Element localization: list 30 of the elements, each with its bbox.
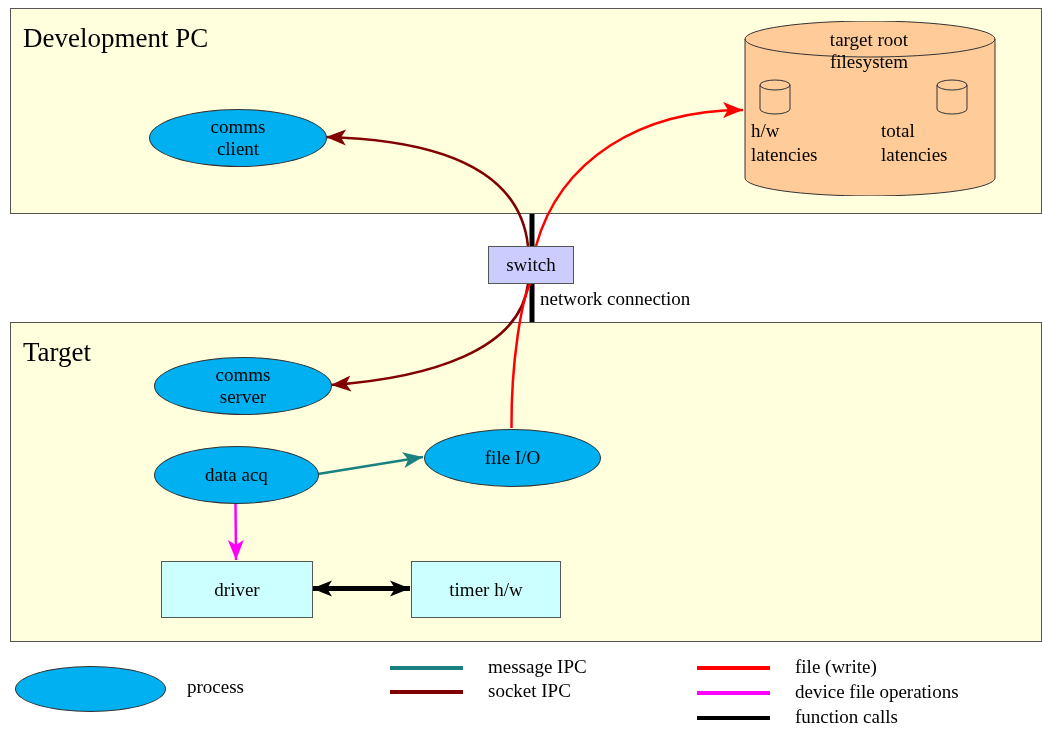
double-arrow xyxy=(312,580,410,597)
legend-label: socket IPC xyxy=(488,680,571,702)
switch-box: switch xyxy=(488,246,574,284)
connector-line xyxy=(529,214,535,246)
arrow xyxy=(534,102,744,247)
process-ellipse: comms server xyxy=(154,357,332,415)
system-panel xyxy=(10,322,1042,642)
connector-line xyxy=(510,283,532,428)
arrow xyxy=(317,452,424,476)
system-panel xyxy=(10,8,1042,214)
storage-cylinder xyxy=(744,21,996,196)
connector-line xyxy=(529,284,535,322)
component-box: timer h/w xyxy=(411,561,561,618)
arrow xyxy=(330,283,530,392)
store-label: h/w latencies xyxy=(751,119,819,167)
legend-label: file (write) xyxy=(795,656,877,678)
component-box: driver xyxy=(161,561,313,618)
arrow xyxy=(325,129,530,247)
panel-title: Target xyxy=(23,337,92,368)
process-ellipse: file I/O xyxy=(424,429,601,487)
storage-title: target root filesystem xyxy=(828,29,910,73)
legend-label: function calls xyxy=(795,706,898,728)
legend-label: process xyxy=(187,676,244,698)
legend-label: message IPC xyxy=(488,656,587,678)
legend-label: device file operations xyxy=(795,681,959,703)
process-ellipse: data acq xyxy=(154,446,319,504)
process-ellipse: comms client xyxy=(149,109,327,167)
store-label: total latencies xyxy=(881,119,949,167)
arrow xyxy=(227,503,244,560)
panel-title: Development PC xyxy=(23,23,209,54)
